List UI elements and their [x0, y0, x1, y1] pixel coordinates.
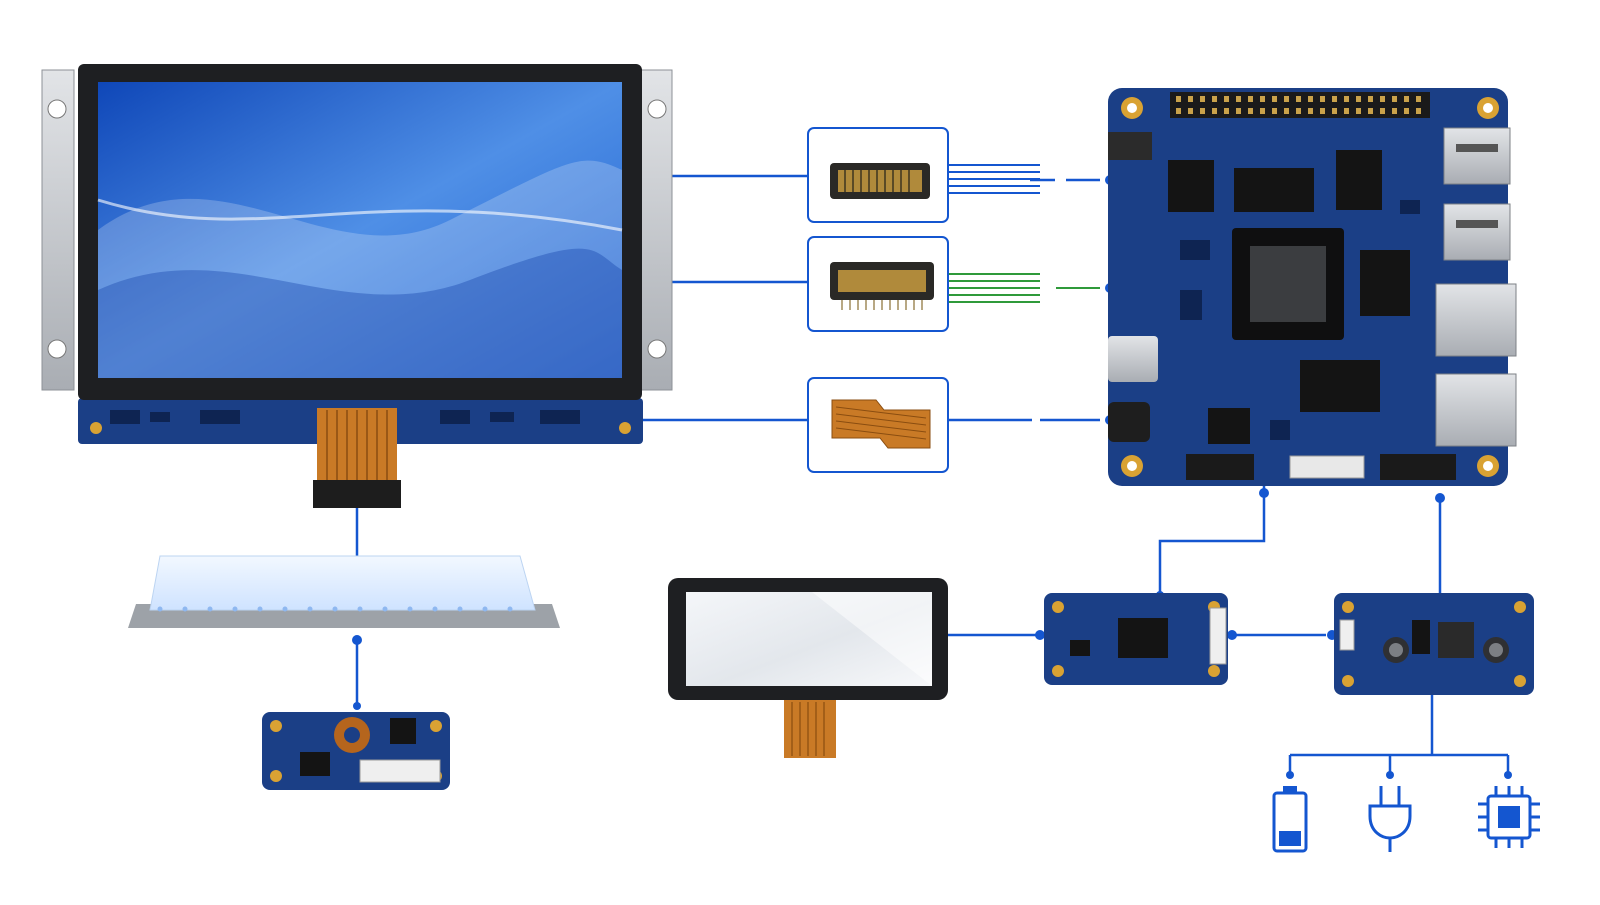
- touch-panel: [668, 578, 948, 758]
- bus-lines-conn2: [948, 273, 1100, 303]
- audio-jack: [1108, 402, 1150, 442]
- led-backlight-panel: [128, 555, 560, 628]
- pin-header-connector: [807, 236, 949, 332]
- touch-controller-chip: [1118, 618, 1168, 658]
- usb-port-2: [1443, 203, 1511, 261]
- power-inductor: [1438, 622, 1474, 658]
- lcd-display-panel: [41, 64, 673, 508]
- chip-icon: [1478, 786, 1540, 848]
- power-management-board: [1334, 593, 1534, 695]
- bus-lines-conn1: [948, 164, 1040, 194]
- board-to-board-connector: [807, 127, 949, 223]
- lcd-screen: [98, 82, 622, 378]
- flex-cable: [807, 377, 949, 473]
- touch-controller-board: [1044, 593, 1228, 685]
- battery-icon: [1272, 786, 1308, 853]
- line-touchctl-sbc: [1158, 465, 1266, 595]
- ethernet-port-2: [1435, 373, 1517, 447]
- backlight-driver-board: [262, 712, 450, 790]
- line-power-outputs: [1288, 690, 1510, 775]
- single-board-computer: [1108, 88, 1517, 486]
- ethernet-port-1: [1435, 283, 1517, 357]
- gpio-header: [1170, 92, 1430, 118]
- power-plug-icon: [1368, 786, 1412, 852]
- micro-usb-port: [1108, 336, 1158, 382]
- usb-port-1: [1443, 127, 1511, 185]
